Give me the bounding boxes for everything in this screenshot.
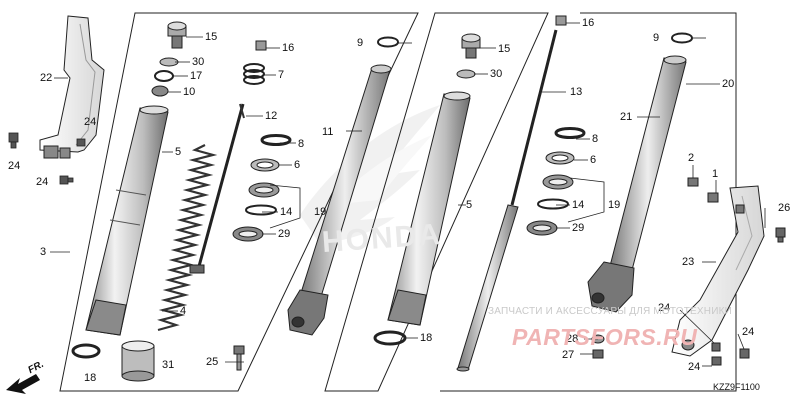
callout-6: 6 [294,159,301,171]
clip-9a [377,36,400,48]
seal-kit-left [232,134,292,242]
callout-26: 26 [778,202,791,214]
callout-4: 4 [180,305,187,317]
callout-29: 29 [572,222,585,234]
group-bracket-19a [269,184,301,229]
inner-tube-right [587,55,687,313]
guard-bolts [8,132,86,185]
callout-17: 17 [190,70,203,82]
callout-14: 14 [280,206,293,218]
fork-spring [157,144,218,332]
leader-lines [50,22,766,367]
callout-8: 8 [592,133,599,145]
watermark-caption: ЗАПЧАСТИ И АКСЕССУАРЫ ДЛЯ МОТОТЕХНИКИ [488,306,733,317]
callout-5: 5 [466,199,473,211]
callout-7: 7 [278,69,285,81]
callout-24: 24 [658,302,671,314]
callout-2: 2 [688,152,695,164]
o-ring-left [71,343,101,359]
callout-24: 24 [84,116,97,128]
callout-3: 3 [40,246,47,258]
callout-9: 9 [653,32,660,44]
diagram-part-code: KZZ9F1100 [713,382,760,392]
outer-tube-right [387,91,471,326]
callout-18: 18 [420,332,433,344]
callout-19: 19 [608,199,621,211]
damper-parts-left [189,40,267,274]
callout-21: 21 [620,111,633,123]
top-cap-left [151,21,187,97]
callout-15: 15 [205,31,218,43]
callout-24: 24 [688,361,701,373]
callout-25: 25 [206,356,219,368]
front-arrow-icon [6,374,40,394]
callout-22: 22 [40,72,53,84]
callout-13: 13 [570,86,583,98]
collar-31 [121,340,155,382]
callout-12: 12 [265,110,278,122]
callout-28: 28 [566,333,579,345]
callout-16: 16 [582,17,595,29]
callout-30: 30 [490,68,503,80]
callout-24: 24 [8,160,21,172]
callout-1: 1 [712,168,719,180]
seal-kit-right [526,127,586,236]
callout-10: 10 [183,86,196,98]
callout-23: 23 [682,256,695,268]
frame-left [59,12,419,392]
callout-16: 16 [282,42,295,54]
assembly-frames [59,12,549,392]
o-ring-right [373,330,407,346]
callout-5: 5 [175,146,182,158]
bolt-25 [233,345,245,371]
callout-15: 15 [498,43,511,55]
callout-11: 11 [322,126,334,138]
callout-24: 24 [36,176,49,188]
frame-middle [324,12,549,392]
fork-guard-right [671,185,765,357]
callout-30: 30 [192,56,205,68]
inner-tube-left [287,64,392,336]
callout-19: 19 [314,206,327,218]
top-cap-right [456,15,567,79]
callout-9: 9 [357,37,364,49]
callout-29: 29 [278,228,291,240]
clip-9b [671,32,694,44]
damper-rod-13 [456,29,558,372]
watermark-brand: PARTSFORS.RU [512,324,698,350]
callout-8: 8 [298,138,305,150]
callout-31: 31 [162,359,175,371]
group-bracket-19b [567,177,605,223]
callout-6: 6 [590,154,597,166]
callout-14: 14 [572,199,585,211]
outer-tube-left [85,105,169,336]
callout-24: 24 [742,326,755,338]
callout-27: 27 [562,349,575,361]
fork-guard-part [39,15,105,159]
bolts-right [591,227,786,366]
callout-20: 20 [722,78,735,90]
callout-18: 18 [84,372,97,384]
